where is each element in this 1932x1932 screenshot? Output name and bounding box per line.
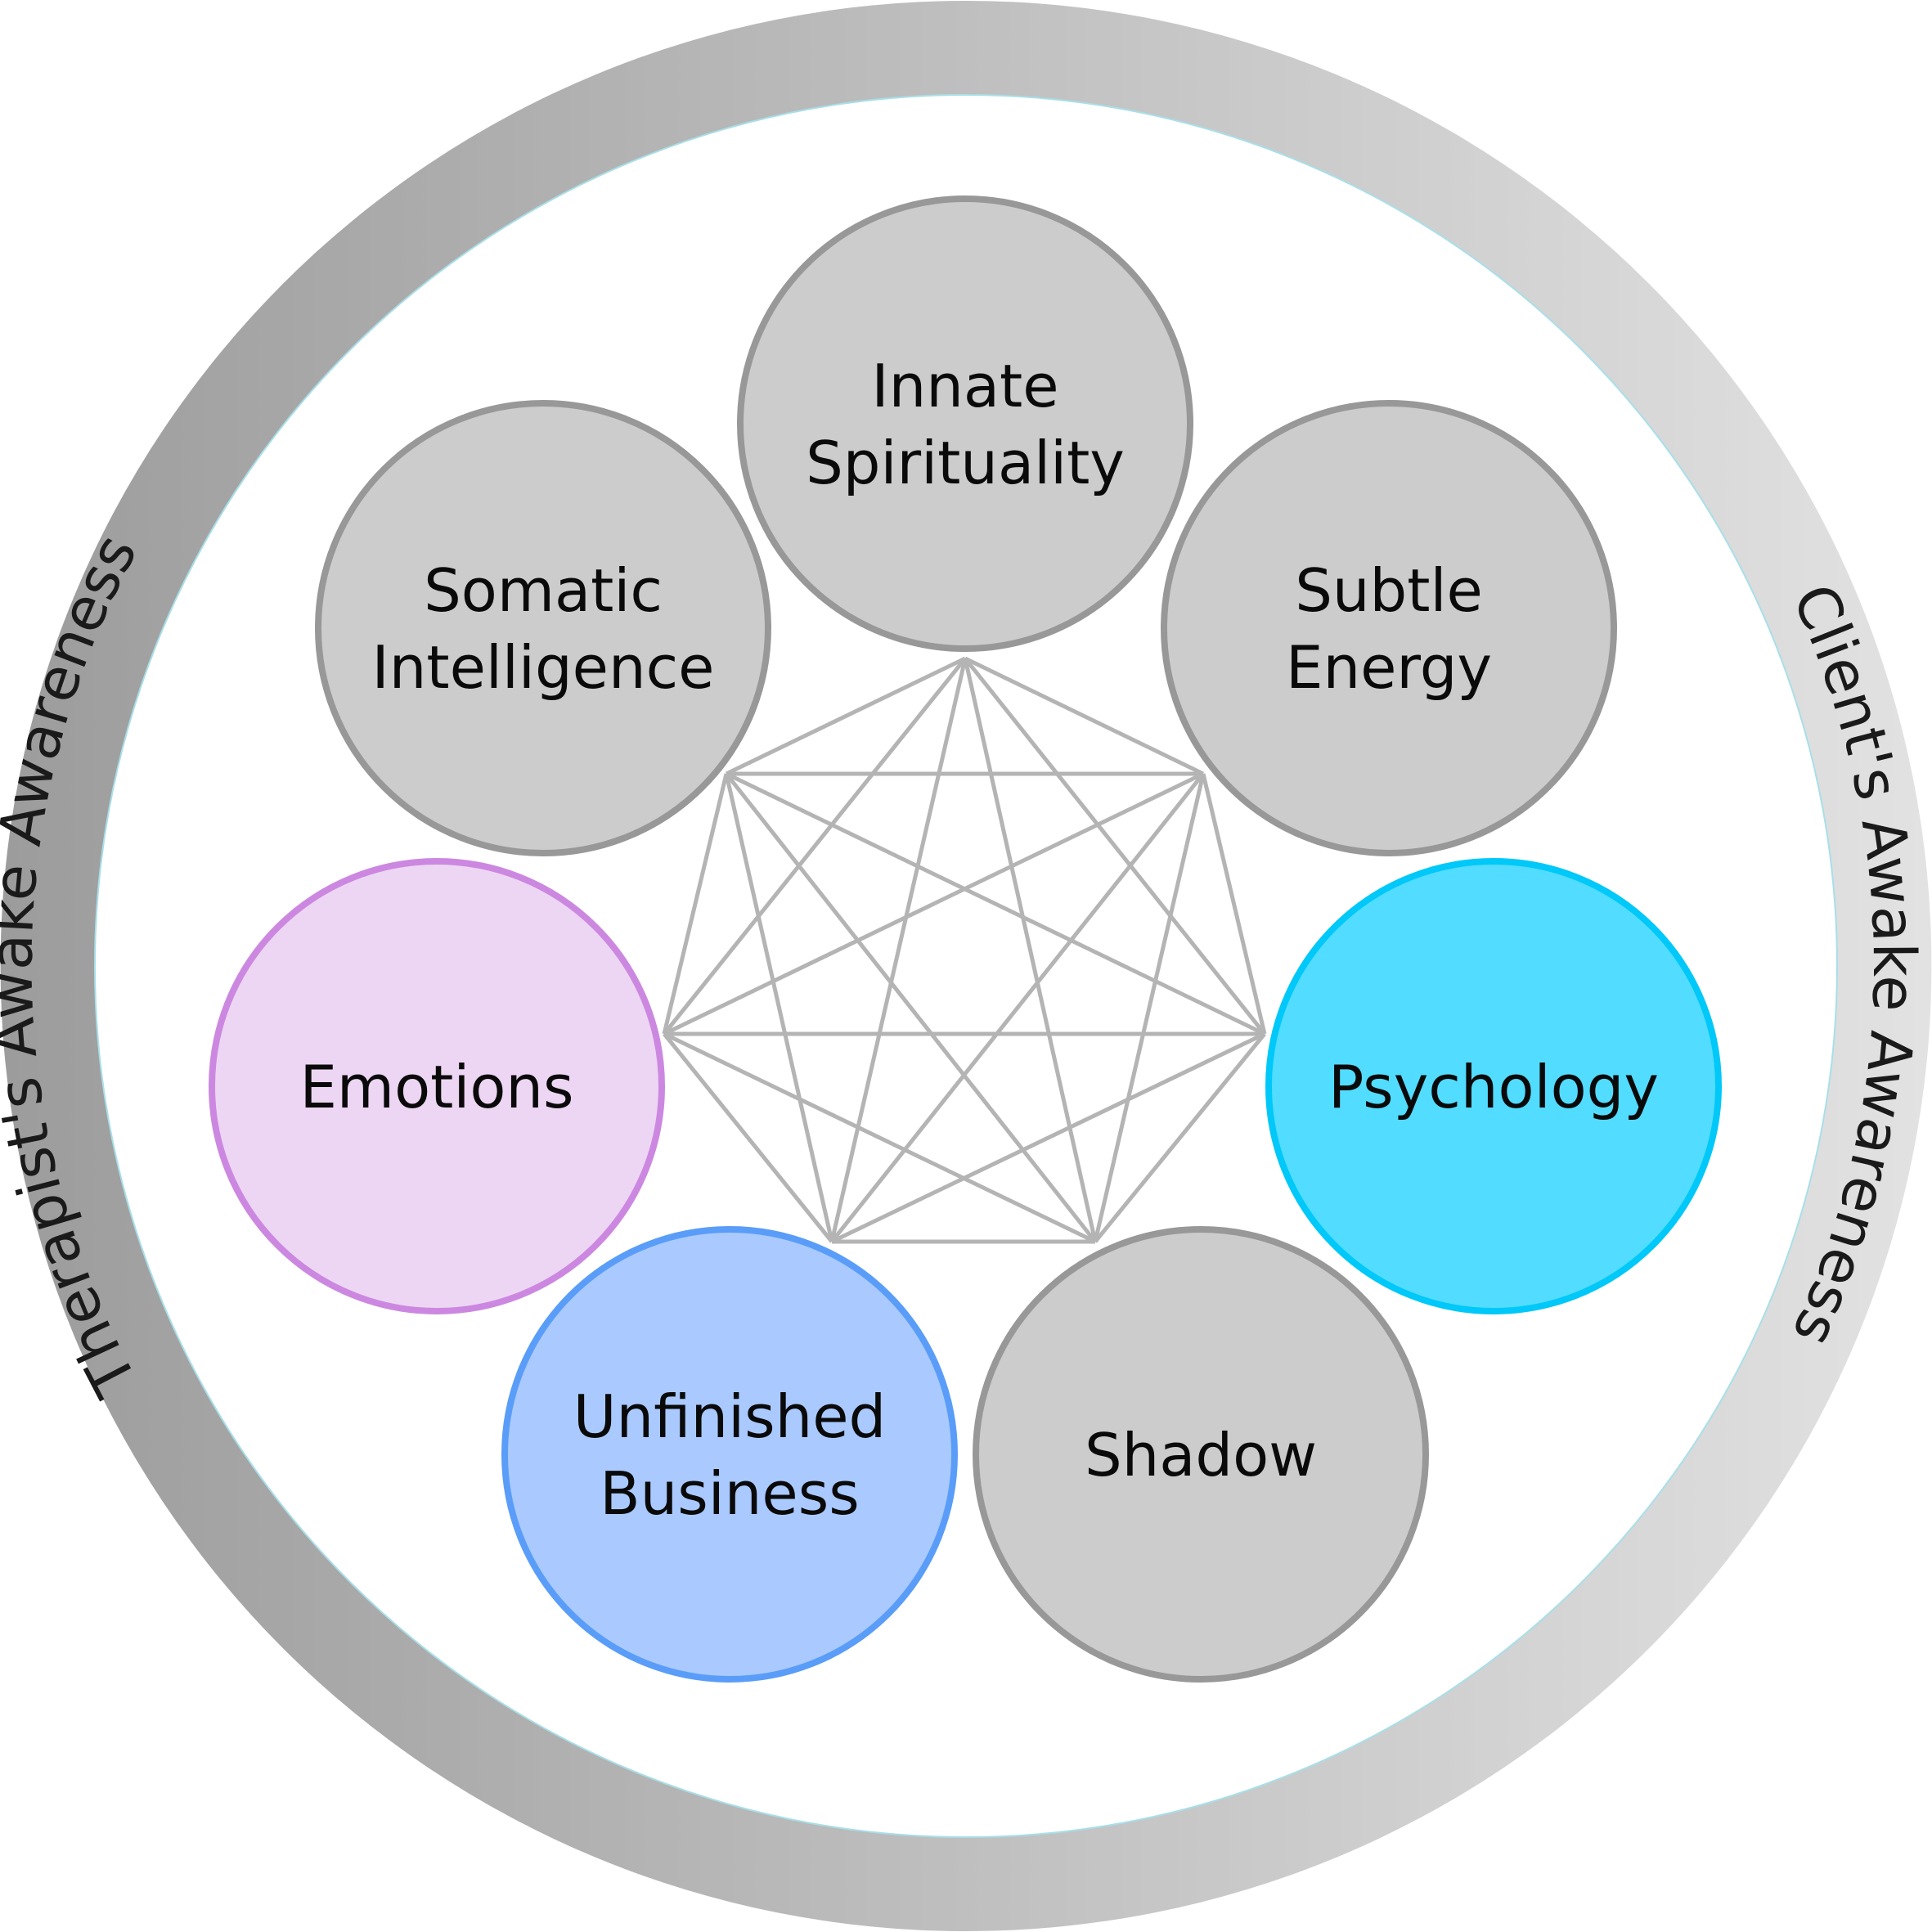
node-circle: [1161, 400, 1617, 856]
node-psychology: Psychology: [1265, 858, 1722, 1314]
node-emotions: Emotions: [209, 858, 665, 1314]
connection-line: [663, 1032, 833, 1243]
node-label: Subtle: [1295, 556, 1483, 625]
connection-line: [725, 771, 1266, 1036]
connection-line: [1094, 1032, 1266, 1243]
connection-line: [830, 1031, 1266, 1244]
node-circle: [973, 1226, 1429, 1683]
connection-line: [830, 772, 1205, 1243]
connection-line: [663, 771, 1205, 1036]
connection-line: [725, 772, 1097, 1243]
node-circle: [737, 195, 1193, 652]
connection-line: [662, 773, 729, 1035]
node-label: Innate: [871, 352, 1058, 420]
connection-line: [1201, 773, 1267, 1035]
node-label: Energy: [1286, 633, 1492, 702]
node-label: Business: [600, 1459, 860, 1528]
connection-line: [663, 1031, 1097, 1244]
node-circle: [501, 1226, 958, 1683]
node-circles: InnateSpiritualitySubtleEnergyPsychology…: [209, 195, 1722, 1683]
connection-line: [724, 773, 834, 1242]
node-label: Shadow: [1085, 1421, 1317, 1489]
connection-line: [1093, 773, 1206, 1242]
connection-line: [725, 656, 967, 776]
connection-network: [662, 656, 1267, 1244]
node-label: Emotions: [299, 1053, 573, 1121]
node-circle: [315, 400, 771, 856]
connection-line: [963, 658, 1098, 1242]
node-label: Unfinished: [573, 1382, 886, 1451]
node-label: Spirituality: [806, 429, 1125, 497]
connection-line: [829, 658, 968, 1242]
node-circle: [1265, 858, 1722, 1314]
connection-line: [663, 657, 967, 1036]
node-circle: [209, 858, 665, 1314]
node-label: Psychology: [1328, 1053, 1659, 1121]
node-label: Intelligence: [372, 633, 715, 702]
node-label: Somatic: [424, 556, 663, 625]
connection-line: [964, 657, 1266, 1036]
connection-line: [964, 656, 1205, 776]
ring-inner-edge: [94, 94, 1838, 1838]
node-shadow: Shadow: [973, 1226, 1429, 1683]
